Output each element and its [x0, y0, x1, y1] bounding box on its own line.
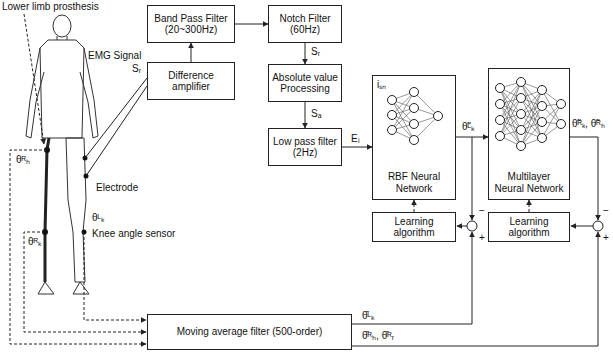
process-box: Notch Filter (60Hz) [268, 5, 342, 43]
signal-arrow [191, 43, 192, 62]
box-label: Moving average filter (500-order) [177, 326, 323, 338]
signal-label: EMG Signal [88, 50, 141, 62]
process-box: Difference amplifier [147, 62, 235, 100]
network-box: Multilayer Neural Network [488, 68, 570, 200]
signal-label: θ̃ᴿₖ, θ̃ᴿₕ [572, 118, 605, 130]
signal-label: Sₐ [310, 108, 322, 120]
box-label: Multilayer Neural Network [492, 171, 566, 194]
signal-label: Lower limb prosthesis [2, 1, 99, 13]
box-label: Absolute value Processing [272, 72, 338, 95]
signal-arrow [235, 24, 268, 25]
signal-label: Eₗ [350, 133, 361, 145]
process-box: Absolute value Processing [268, 64, 342, 102]
signal-label: Knee angle sensor [92, 228, 175, 240]
signal-arrow [342, 147, 372, 148]
box-label: Difference amplifier [151, 70, 231, 93]
signal-label: θᴿₖ [28, 236, 41, 248]
box-label: Learning algorithm [492, 216, 566, 239]
network-box: iₛₙRBF Neural Network [372, 75, 456, 200]
signal-arrow [305, 102, 306, 128]
network-symbol [388, 78, 566, 151]
signal-label: Sᵣ [132, 63, 141, 75]
signal-arrow [414, 200, 415, 212]
process-box: Learning algorithm [372, 212, 456, 242]
signal-label: θᴿₕ [16, 154, 30, 166]
input-label: iₛₙ [377, 79, 386, 91]
box-label: Learning algorithm [376, 216, 452, 239]
signal-label: Electrode [96, 182, 138, 194]
process-box: Band Pass Filter (20~300Hz) [147, 5, 235, 43]
box-label: Low pass filter (2Hz) [272, 136, 338, 159]
signal-arrow [529, 200, 530, 212]
process-box: Moving average filter (500-order) [147, 314, 352, 350]
signal-arrow [456, 137, 488, 138]
signal-label: θ̃ᴸₖ [461, 121, 475, 133]
signal-arrow [305, 43, 306, 64]
wires [10, 14, 603, 346]
process-box: Learning algorithm [488, 212, 570, 242]
signal-label: θ̄ᴿₕ, θ̄ᴿᵣ [362, 330, 394, 342]
process-box: Low pass filter (2Hz) [268, 128, 342, 166]
box-label: Band Pass Filter (20~300Hz) [151, 13, 231, 36]
signal-label: θᴸₖ [92, 212, 104, 224]
signal-label: θ̄ᴸₖ [362, 310, 374, 322]
signal-label: Sᵣ [310, 46, 321, 58]
sign-label: − [479, 205, 485, 217]
sign-label: + [603, 232, 609, 244]
sign-label: + [479, 232, 485, 244]
box-label: RBF Neural Network [376, 171, 452, 194]
sign-label: − [603, 205, 609, 217]
sensor-dots [42, 147, 89, 235]
box-label: Notch Filter (60Hz) [272, 13, 338, 36]
